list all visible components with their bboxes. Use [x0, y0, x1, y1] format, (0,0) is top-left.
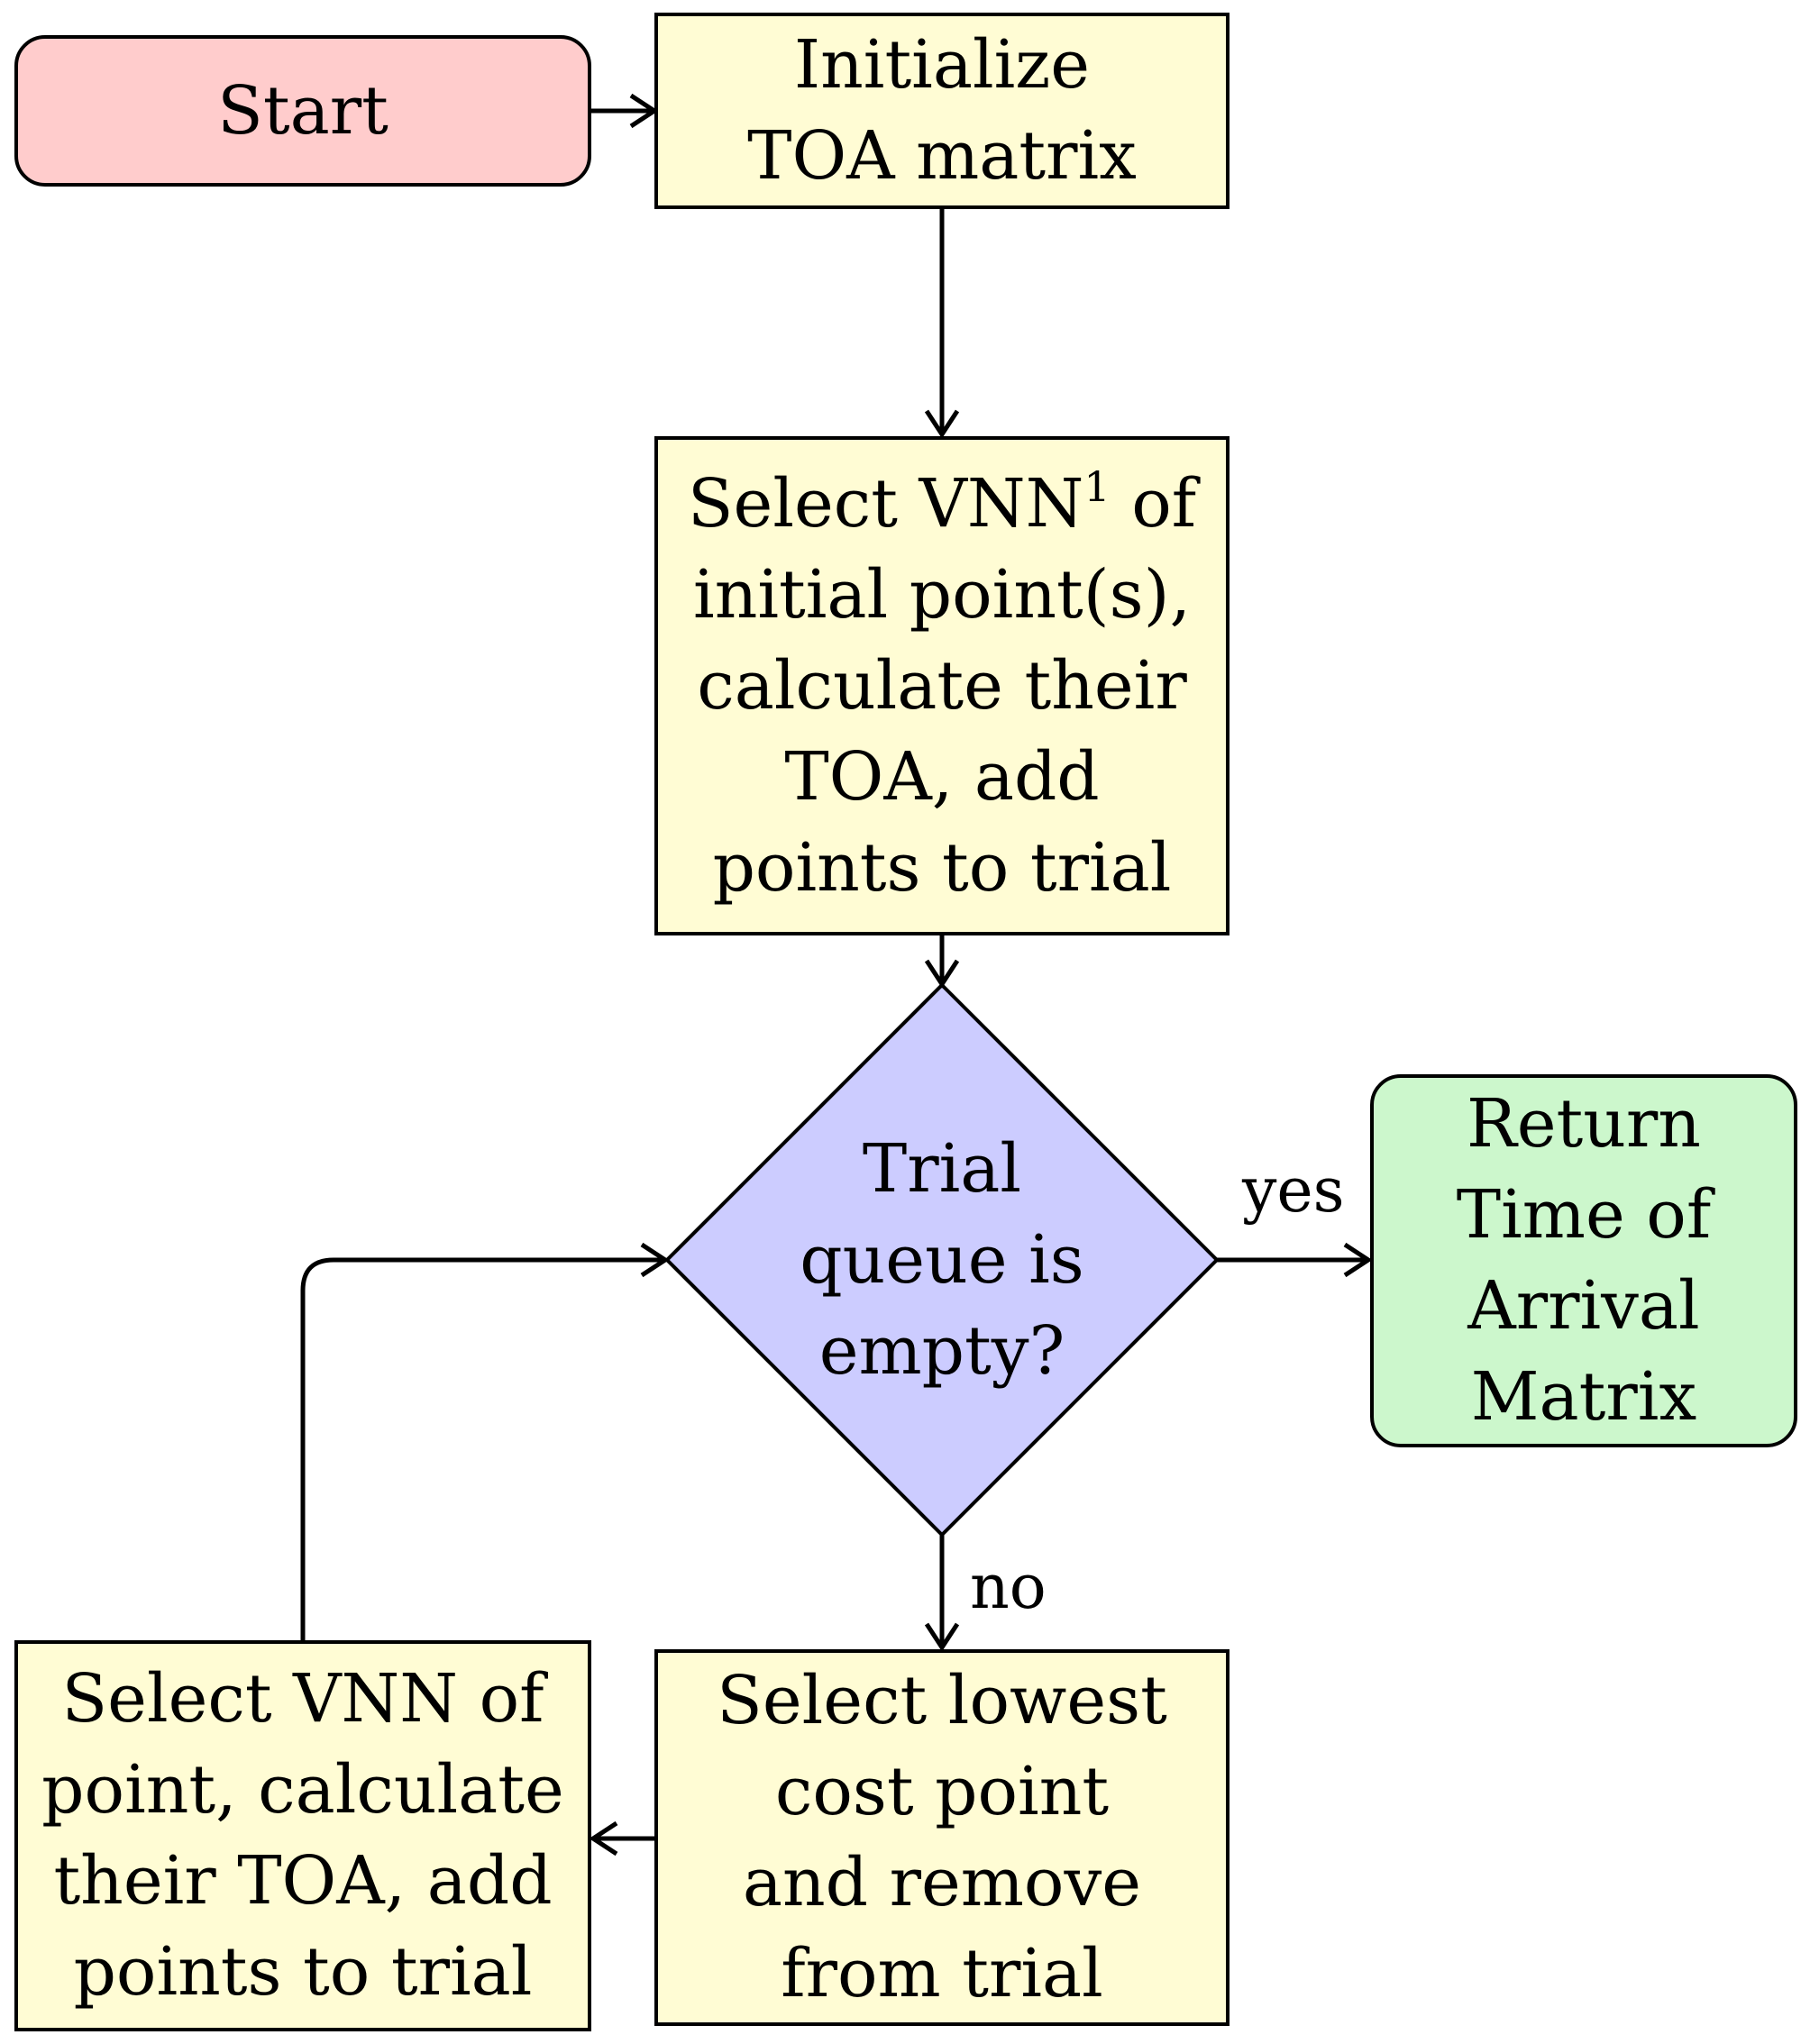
select-lowest-line-2: cost point: [774, 1753, 1110, 1830]
select-lowest-line-3: and remove: [742, 1844, 1142, 1921]
select-initial-node: Select VNN1 of initial point(s), calcula…: [654, 436, 1230, 935]
select-initial-prefix: Select VNN: [687, 464, 1084, 543]
yes-label: yes: [1242, 1155, 1345, 1227]
start-node: Start: [14, 35, 591, 187]
select-initial-line-2: initial point(s),: [693, 555, 1191, 634]
edge-start-to-init: [591, 93, 659, 129]
edge-decision-to-select-lowest: [924, 1535, 960, 1652]
return-line-3: Arrival: [1467, 1267, 1700, 1345]
return-line-4: Matrix: [1470, 1358, 1697, 1436]
select-lowest-node: Select lowest cost point and remove from…: [654, 1649, 1230, 2026]
return-line-2: Time of: [1456, 1176, 1712, 1254]
select-vnn-node: Select VNN of point, calculate their TOA…: [14, 1640, 591, 2031]
start-label: Start: [217, 71, 389, 150]
select-vnn-line-2: point, calculate: [41, 1751, 564, 1829]
no-label: no: [970, 1552, 1047, 1623]
footnote-marker: 1: [1083, 461, 1111, 511]
decision-line-3: empty?: [818, 1311, 1065, 1390]
select-vnn-line-1: Select VNN of: [61, 1660, 544, 1738]
edge-decision-to-return: [1217, 1242, 1373, 1278]
decision-text: Trial queue is empty?: [712, 1075, 1172, 1445]
select-lowest-line-4: from trial: [781, 1935, 1103, 2012]
return-node: Return Time of Arrival Matrix: [1370, 1074, 1797, 1447]
init-line-1: Initialize: [793, 26, 1091, 104]
decision-line-1: Trial: [862, 1129, 1022, 1208]
select-lowest-line-1: Select lowest: [717, 1662, 1167, 1739]
edge-select-vnn-to-decision: [300, 1242, 670, 1640]
init-toa-node: Initialize TOA matrix: [654, 13, 1230, 209]
select-initial-line-1: Select VNN1 of: [688, 459, 1196, 550]
select-initial-line-3: calculate their: [697, 646, 1187, 725]
return-line-1: Return: [1467, 1085, 1701, 1163]
edge-select-initial-to-decision: [924, 935, 960, 989]
select-vnn-line-3: their TOA, add: [53, 1842, 553, 1920]
edge-init-to-select-initial: [924, 209, 960, 439]
select-initial-suffix: of: [1110, 464, 1197, 543]
select-vnn-line-4: points to trial: [73, 1933, 533, 2011]
select-initial-line-5: points to trial: [712, 828, 1172, 907]
decision-line-2: queue is: [800, 1220, 1084, 1299]
select-initial-line-4: TOA, add: [784, 737, 1100, 816]
init-line-2: TOA matrix: [747, 117, 1137, 195]
edge-select-lowest-to-select-vnn: [589, 1820, 654, 1857]
